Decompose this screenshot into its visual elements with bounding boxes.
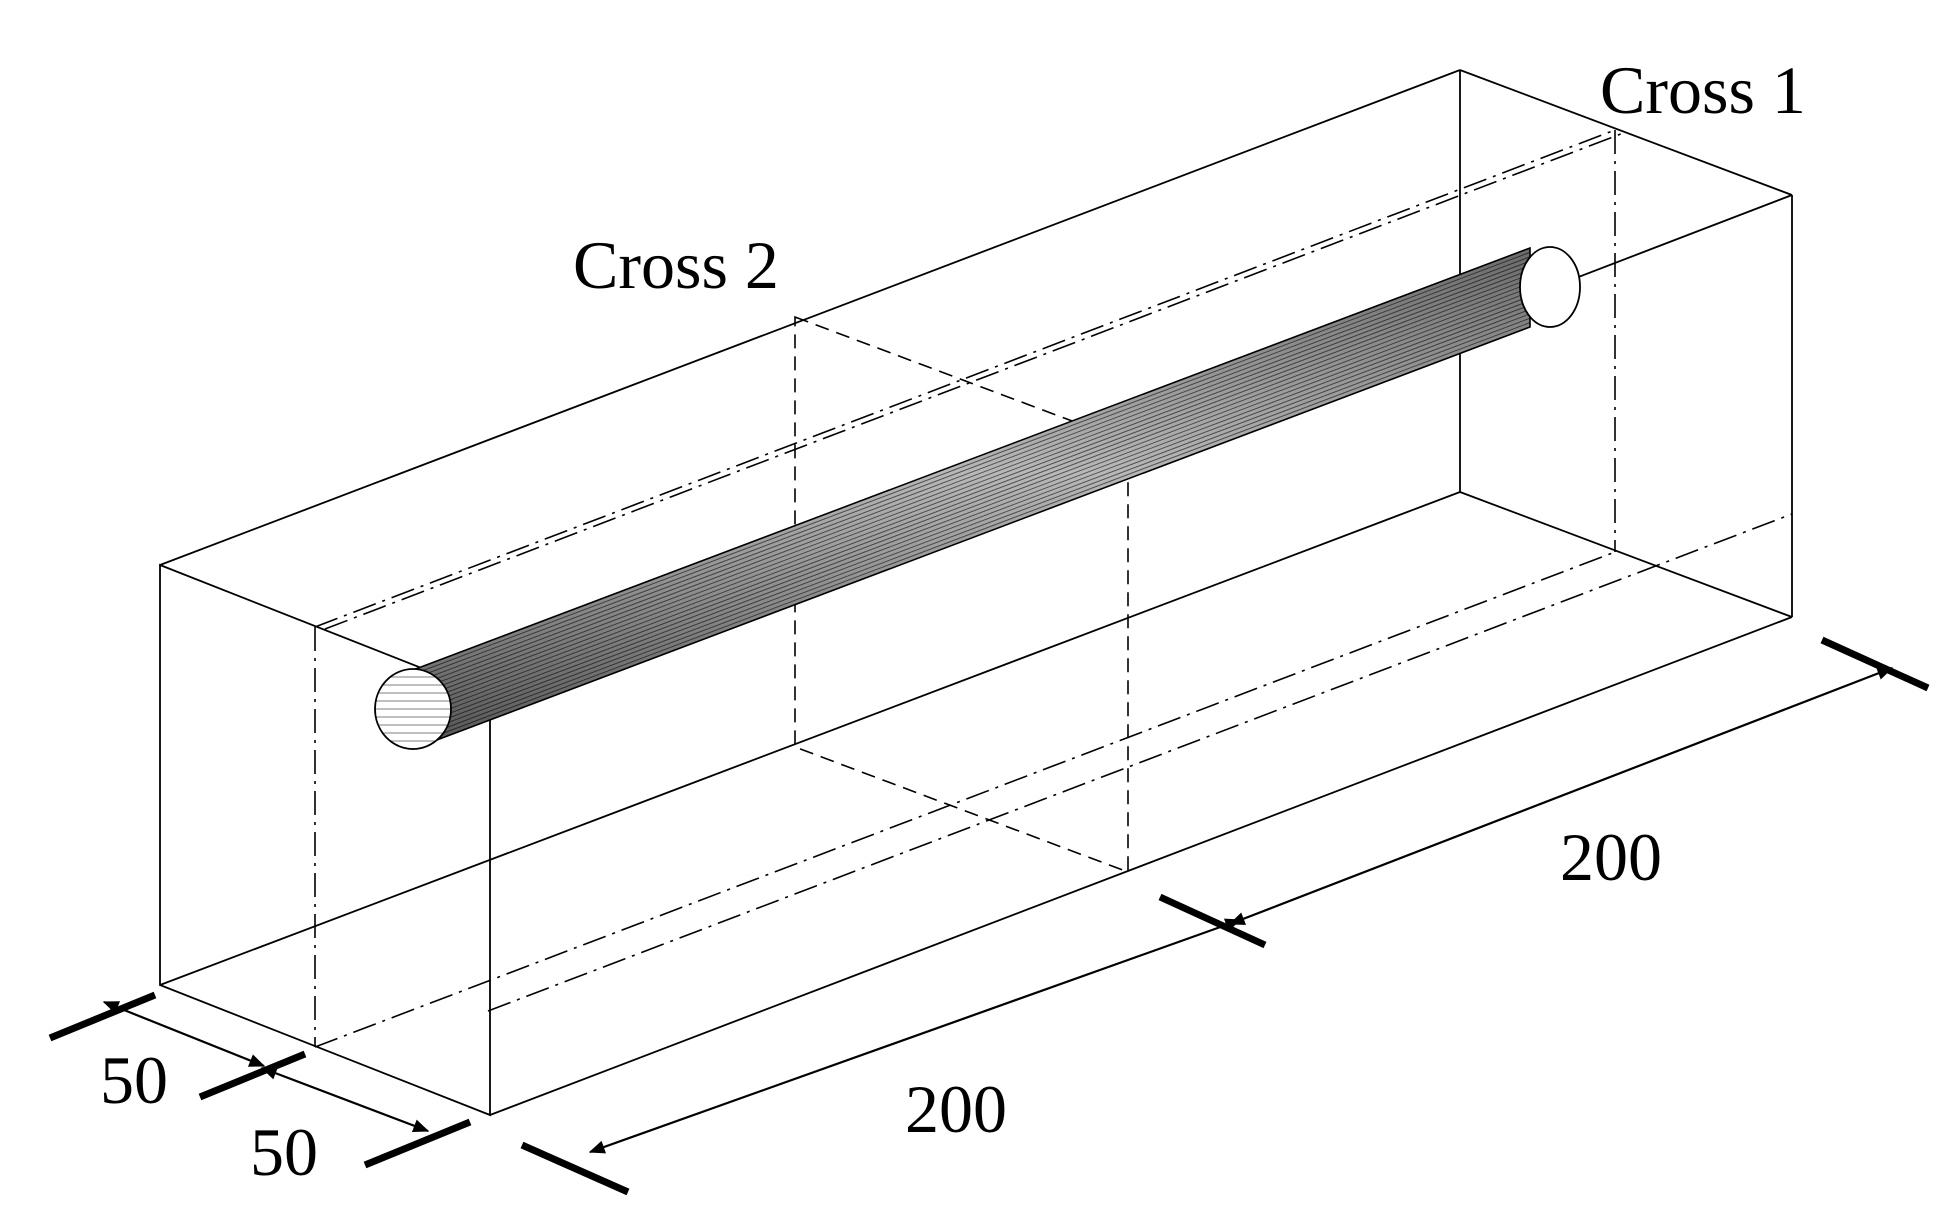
dim-50-height-tick-left bbox=[48, 991, 157, 1042]
rod-hatch-line bbox=[412, 273, 1531, 697]
rod-right-end bbox=[1519, 246, 1581, 328]
rod-hatch-line bbox=[412, 265, 1531, 689]
rod-hatch-line bbox=[412, 251, 1531, 675]
dim-50-width-label: 50 bbox=[250, 1114, 318, 1190]
dim-200-front-tick-right bbox=[1158, 893, 1267, 949]
dim-200-front-line bbox=[588, 918, 1242, 1154]
dim-200-front-tick-left bbox=[520, 1141, 630, 1196]
box-bottom-left-edge bbox=[159, 491, 1461, 986]
cross1-label: Cross 1 bbox=[1600, 52, 1806, 128]
rod-hatch-line bbox=[412, 269, 1531, 693]
box-back-bottom-edge bbox=[1459, 491, 1793, 618]
rod-hatch-line bbox=[412, 300, 1531, 724]
mid-plane-top-line bbox=[314, 129, 1616, 628]
rod-hatch-line bbox=[412, 322, 1531, 746]
rod-hatch-line bbox=[412, 317, 1531, 741]
dim-50-height-label: 50 bbox=[100, 1042, 168, 1118]
dim-200-back-tick-right bbox=[1820, 636, 1930, 692]
rod-hatch-line bbox=[412, 308, 1531, 732]
dim-50-width-line bbox=[260, 1066, 430, 1133]
cross2-label: Cross 2 bbox=[573, 227, 779, 303]
rod-hatch-line bbox=[412, 256, 1531, 680]
rod-hatch-line bbox=[412, 260, 1531, 684]
dim-200-back-label: 200 bbox=[1560, 819, 1662, 895]
symmetry-plane bbox=[314, 129, 1793, 1048]
mid-plane-bottom-line bbox=[314, 551, 1616, 1048]
box-front-face bbox=[159, 563, 491, 1117]
cross2-section bbox=[794, 315, 1129, 874]
rod-hatching bbox=[412, 251, 1531, 746]
dimension-lines bbox=[48, 636, 1930, 1196]
dim-200-front-label: 200 bbox=[905, 1071, 1007, 1147]
dim-50-width-tick-right bbox=[363, 1118, 472, 1169]
rod-hatch-line bbox=[412, 295, 1531, 719]
dim-200-back-line bbox=[1228, 666, 1894, 926]
front-face-mid-line bbox=[487, 513, 1793, 1012]
top-face-mid-line bbox=[324, 131, 1627, 630]
rod-hatch-line bbox=[412, 304, 1531, 728]
rod bbox=[374, 246, 1581, 751]
rod-hatch-line bbox=[412, 313, 1531, 737]
rod-hatch-line bbox=[412, 278, 1531, 702]
rod-end-hatching bbox=[375, 676, 451, 742]
box-top-left-edge bbox=[159, 69, 1461, 566]
dim-50-height-line bbox=[102, 1000, 266, 1068]
rod-hatch-line bbox=[412, 291, 1531, 715]
box-back-top-edge bbox=[1459, 69, 1793, 196]
rod-hatch-line bbox=[412, 282, 1531, 706]
dim-50-height-tick-right bbox=[198, 1050, 307, 1101]
rod-hatch-line bbox=[412, 287, 1531, 710]
